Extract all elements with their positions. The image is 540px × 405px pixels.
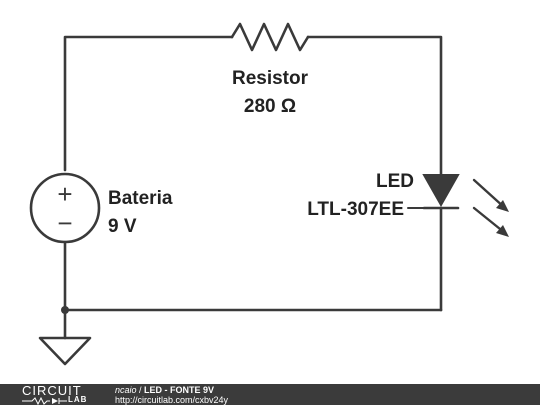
- led-name-label: LED: [376, 171, 414, 192]
- battery-value-label: 9 V: [108, 216, 137, 237]
- resistor-value-label: 280 Ω: [244, 96, 296, 117]
- led-light-arrows-icon: [472, 178, 509, 237]
- circuitlab-logo: CIRCUIT LAB: [22, 384, 92, 405]
- wire-top-left: [63, 35, 234, 172]
- footer-bar: CIRCUIT LAB ncaio / LED - FONTE 9V http:…: [0, 384, 540, 405]
- battery-minus-sign: −: [57, 208, 72, 238]
- logo-sub: LAB: [68, 395, 88, 404]
- circuit-diagram: Resistor 280 Ω + − Bateria 9 V LED LTL-3…: [29, 22, 509, 366]
- ground-symbol: [38, 336, 92, 366]
- footer-author[interactable]: ncaio: [115, 385, 137, 395]
- resistor-name-label: Resistor: [232, 68, 309, 89]
- footer-info: ncaio / LED - FONTE 9V http://circuitlab…: [115, 385, 228, 405]
- led-part-label: LTL-307EE: [307, 199, 404, 220]
- footer-url-link[interactable]: http://circuitlab.com/cxbv24y: [115, 395, 229, 405]
- logo-resistor-icon: [22, 397, 67, 405]
- logo-word: CIRCUIT: [22, 383, 82, 398]
- resistor-symbol: [230, 22, 310, 52]
- led-symbol: [422, 174, 460, 208]
- battery-plus-sign: +: [57, 179, 72, 209]
- footer-circuit-title: LED - FONTE 9V: [144, 385, 215, 395]
- wire-top-right: [306, 35, 443, 177]
- footer-separator: /: [136, 385, 145, 395]
- battery-name-label: Bateria: [108, 188, 173, 209]
